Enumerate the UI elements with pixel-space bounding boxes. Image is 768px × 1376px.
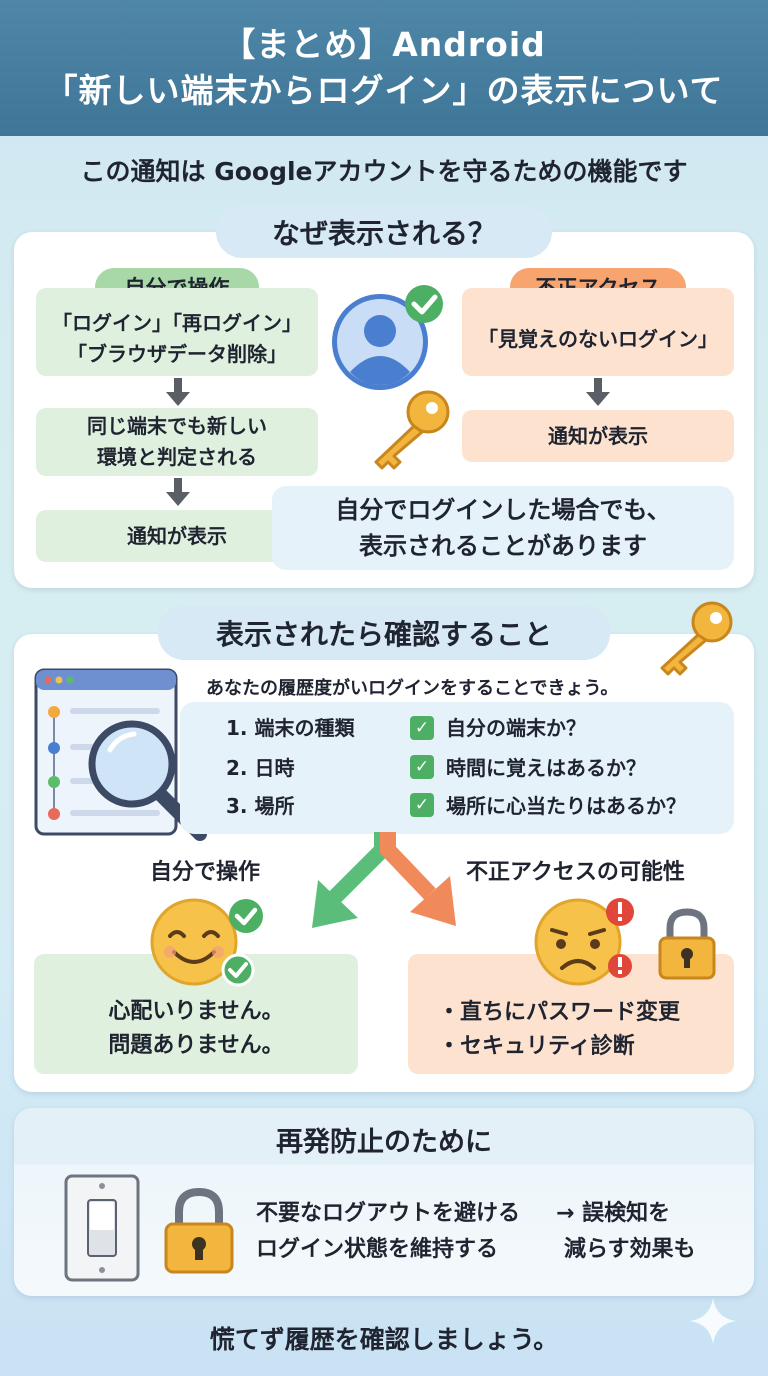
check-item-datetime: 2. 日時 bbox=[226, 756, 295, 780]
effect-line1: → 誤検知を bbox=[556, 1201, 671, 1226]
note-line2: 表示されることがあります bbox=[359, 532, 647, 560]
history-browser-magnifier-icon bbox=[34, 668, 207, 841]
worried-face-icon bbox=[534, 898, 634, 986]
key-icon bbox=[374, 390, 450, 470]
self-operation-label: 自分で操作 bbox=[150, 860, 261, 885]
actions-line2: 「ブラウザデータ削除」 bbox=[67, 342, 287, 366]
header-banner: 【まとめ】Android 「新しい端末からログイン」の表示について bbox=[0, 0, 768, 136]
checkbox-checked-icon: ✓ bbox=[410, 716, 434, 740]
padlock-icon bbox=[658, 908, 716, 980]
env-line2: 環境と判定される bbox=[97, 445, 257, 469]
check-section-title: 表示されたら確認すること bbox=[158, 606, 610, 660]
prevention-actions: 不要なログアウトを避ける ログイン状態を維持する bbox=[256, 1196, 556, 1268]
bullet-change-password: ・直ちにパスワード変更 bbox=[438, 1000, 681, 1025]
sparkle-icon bbox=[690, 1298, 736, 1344]
check-question-device: 自分の端末か？ bbox=[446, 716, 586, 740]
branch-arrows-icon bbox=[312, 832, 456, 928]
self-login-note-box: 自分でログインした場合でも、 表示されることがあります bbox=[272, 486, 734, 570]
header-title-line1: 【まとめ】Android bbox=[222, 25, 546, 64]
check-item-location: 3. 場所 bbox=[226, 794, 295, 818]
history-caption: あなたの履歴度がいログインをすることできょう。 bbox=[206, 678, 619, 699]
self-operation-actions-box: 「ログイン」「再ログイン」 「ブラウザデータ削除」 bbox=[36, 288, 318, 376]
header-title-line2: 「新しい端末からログイン」の表示について bbox=[44, 71, 724, 110]
action-bullets: ・直ちにパスワード変更 ・セキュリティ診断 bbox=[438, 996, 728, 1064]
why-section-title: なぜ表示される？ bbox=[216, 206, 552, 258]
check-items-box bbox=[180, 702, 734, 834]
check-question-time: 時間に覚えはあるか？ bbox=[446, 756, 646, 780]
flow-arrow-down-icon bbox=[166, 478, 190, 506]
check-item-device: 1. 端末の種類 bbox=[226, 716, 355, 740]
safe-line1: 心配いりません。 bbox=[108, 999, 284, 1024]
check-question-place: 場所に心当たりはあるか？ bbox=[446, 794, 686, 818]
smiling-face-icon bbox=[150, 898, 263, 987]
safe-result-text: 心配いりません。 問題ありません。 bbox=[34, 994, 358, 1064]
new-environment-box: 同じ端末でも新しい 環境と判定される bbox=[36, 408, 318, 476]
avoid-logout-text: 不要なログアウトを避ける bbox=[256, 1201, 521, 1226]
prevention-title: 再発防止のために bbox=[276, 1126, 492, 1158]
unauthorized-possibility-label: 不正アクセスの可能性 bbox=[466, 860, 685, 885]
checkbox-checked-icon: ✓ bbox=[410, 755, 434, 779]
footer-message: 慌てず履歴を確認しましょう。 bbox=[209, 1325, 559, 1354]
safe-line2: 問題ありません。 bbox=[108, 1033, 284, 1058]
notification-shown-box-left: 通知が表示 bbox=[36, 510, 318, 562]
note-line1: 自分でログインした場合でも、 bbox=[335, 496, 671, 524]
flow-arrow-down-icon bbox=[586, 378, 610, 406]
keep-login-text: ログイン状態を維持する bbox=[256, 1237, 499, 1262]
bullet-security-checkup: ・セキュリティ診断 bbox=[438, 1034, 635, 1059]
prevention-effect: → 誤検知を 減らす効果も bbox=[556, 1196, 736, 1268]
env-line1: 同じ端末でも新しい bbox=[87, 414, 267, 438]
checkbox-checked-icon: ✓ bbox=[410, 793, 434, 817]
unknown-login-box: 「見覚えのないログイン」 bbox=[462, 288, 734, 376]
switch-icon bbox=[64, 1174, 140, 1282]
flow-arrow-down-icon bbox=[166, 378, 190, 406]
notification-shown-box-right: 通知が表示 bbox=[462, 410, 734, 462]
subtitle: この通知は Googleアカウントを守るための機能です bbox=[80, 157, 688, 186]
effect-line2: 減らす効果も bbox=[564, 1237, 696, 1262]
padlock-icon bbox=[164, 1187, 234, 1274]
user-avatar-icon bbox=[332, 285, 443, 390]
actions-line1: 「ログイン」「再ログイン」 bbox=[52, 311, 302, 335]
key-icon bbox=[660, 601, 733, 676]
